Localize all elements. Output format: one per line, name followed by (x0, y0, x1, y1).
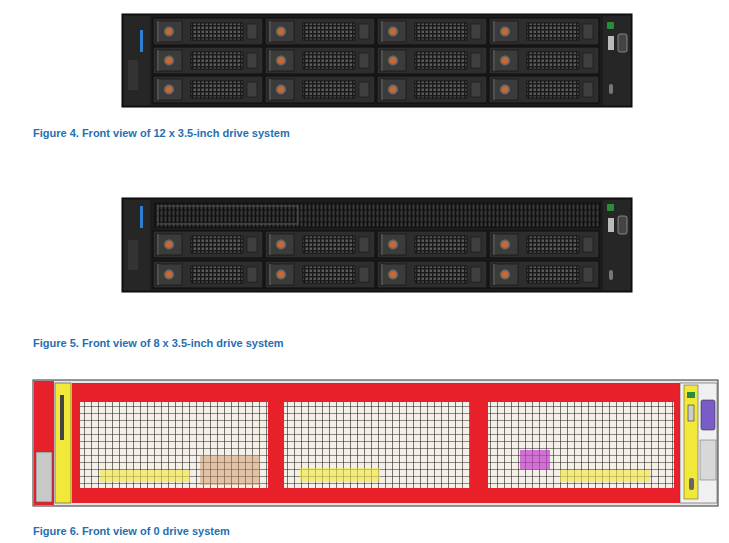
server-8-drive (122, 198, 632, 292)
figure-caption: Figure 5. Front view of 8 x 3.5-inch dri… (33, 337, 284, 350)
figure-caption: Figure 4. Front view of 12 x 3.5-inch dr… (33, 127, 290, 140)
server-12-drive (122, 14, 632, 107)
figure-caption: Figure 6. Front view of 0 drive system (33, 525, 230, 538)
server-0-drive (33, 380, 718, 506)
